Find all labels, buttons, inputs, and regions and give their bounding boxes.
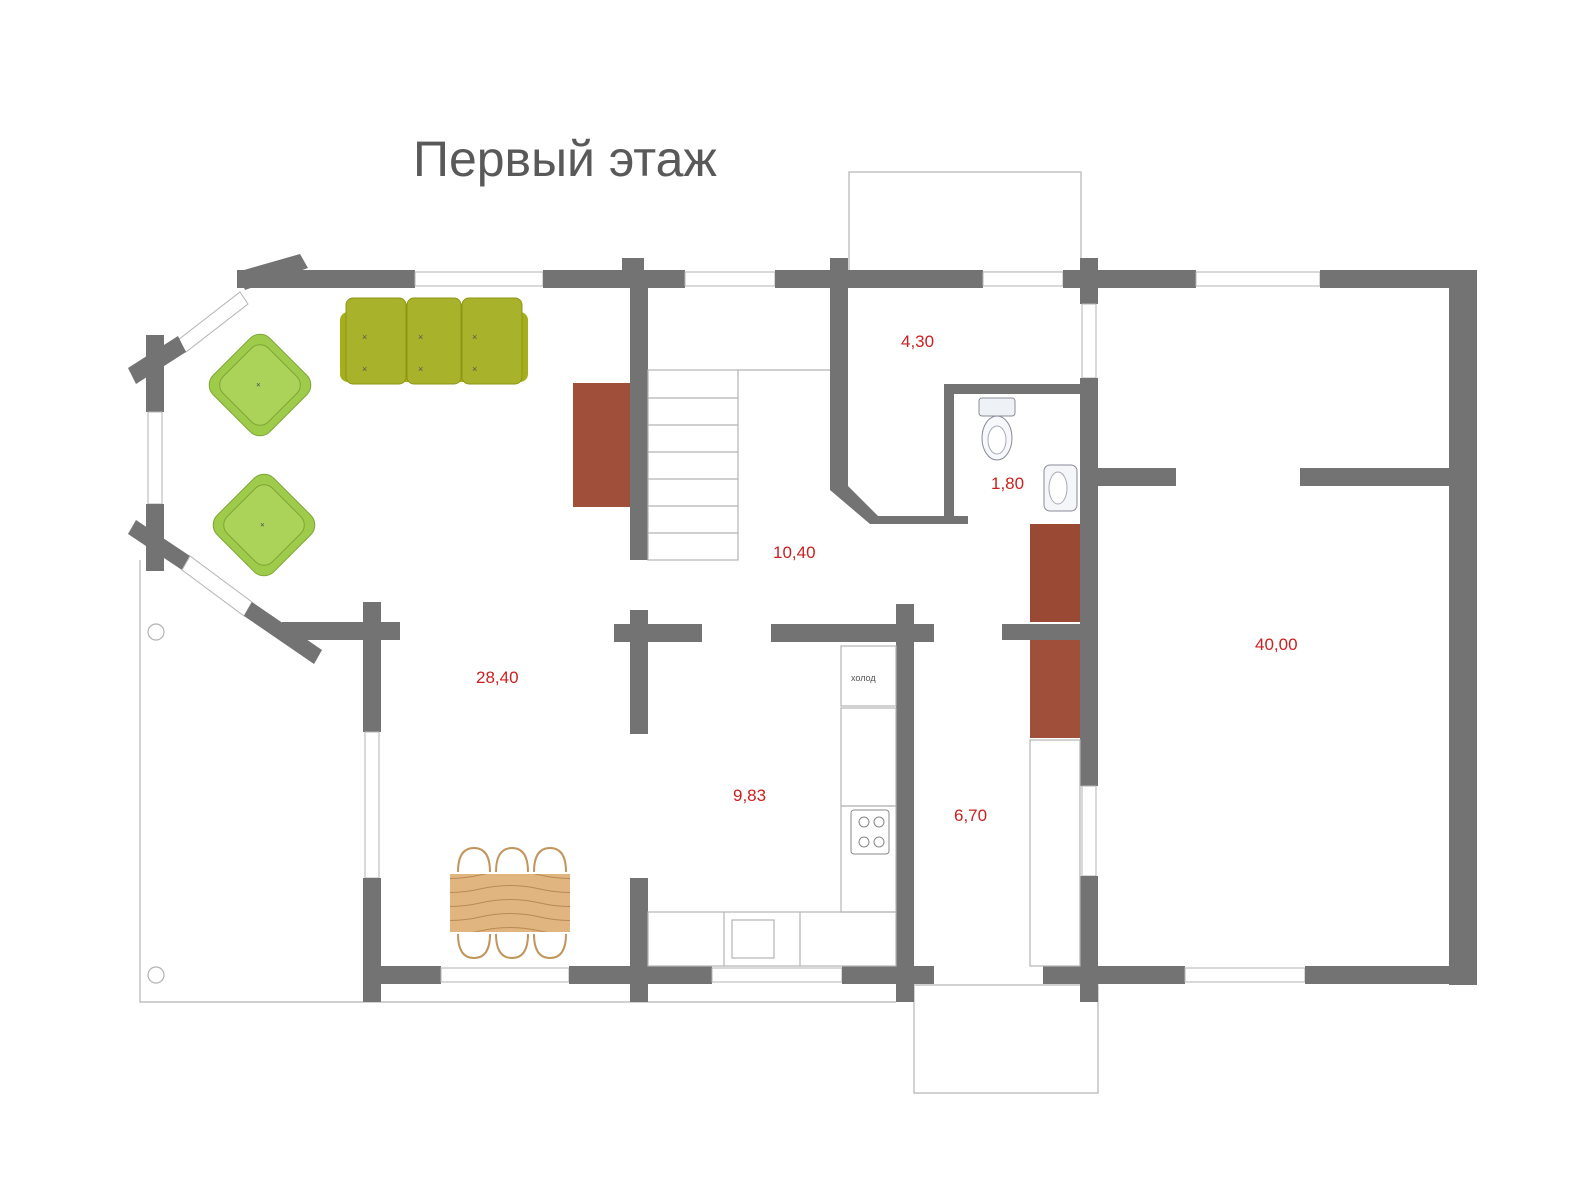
room-area-vestibule: 4,30	[901, 332, 934, 351]
dining-table-icon	[450, 846, 570, 960]
room-area-hall: 10,40	[773, 543, 816, 562]
kitchen-counters	[647, 645, 897, 967]
svg-text:×: ×	[418, 364, 423, 374]
room-area-kitchen: 9,83	[733, 786, 766, 805]
svg-text:+: +	[257, 519, 268, 530]
room-area-corridor: 6,70	[954, 806, 987, 825]
svg-text:×: ×	[472, 364, 477, 374]
armchair-icon: +	[208, 333, 312, 437]
stove-icon	[850, 809, 890, 855]
stove-block-upper	[1030, 524, 1080, 622]
fireplace-stove	[573, 383, 630, 507]
plan-title: Первый этаж	[413, 131, 717, 187]
fridge-label: холод	[851, 673, 876, 683]
armchair-icon: +	[212, 473, 316, 577]
interior-walls	[614, 258, 1460, 1002]
stove-block-lower	[1030, 640, 1080, 738]
walls	[128, 254, 1477, 1002]
svg-text:×: ×	[418, 332, 423, 342]
toilet-icon	[978, 397, 1016, 461]
svg-text:×: ×	[362, 332, 367, 342]
staircase-icon	[647, 369, 830, 561]
front-porch	[913, 984, 1099, 1094]
column-icon	[147, 966, 165, 984]
svg-text:×: ×	[362, 364, 367, 374]
svg-text:×: ×	[472, 332, 477, 342]
back-porch	[848, 171, 1082, 273]
terrace-outline	[139, 560, 365, 1003]
room-area-living: 28,40	[476, 668, 519, 687]
column-icon	[147, 623, 165, 641]
sofa-icon: × × × × × ×	[340, 297, 528, 385]
room-area-wc: 1,80	[991, 474, 1024, 493]
sink-icon	[1043, 464, 1078, 512]
room-area-big-room: 40,00	[1255, 635, 1298, 654]
svg-text:+: +	[253, 379, 264, 390]
